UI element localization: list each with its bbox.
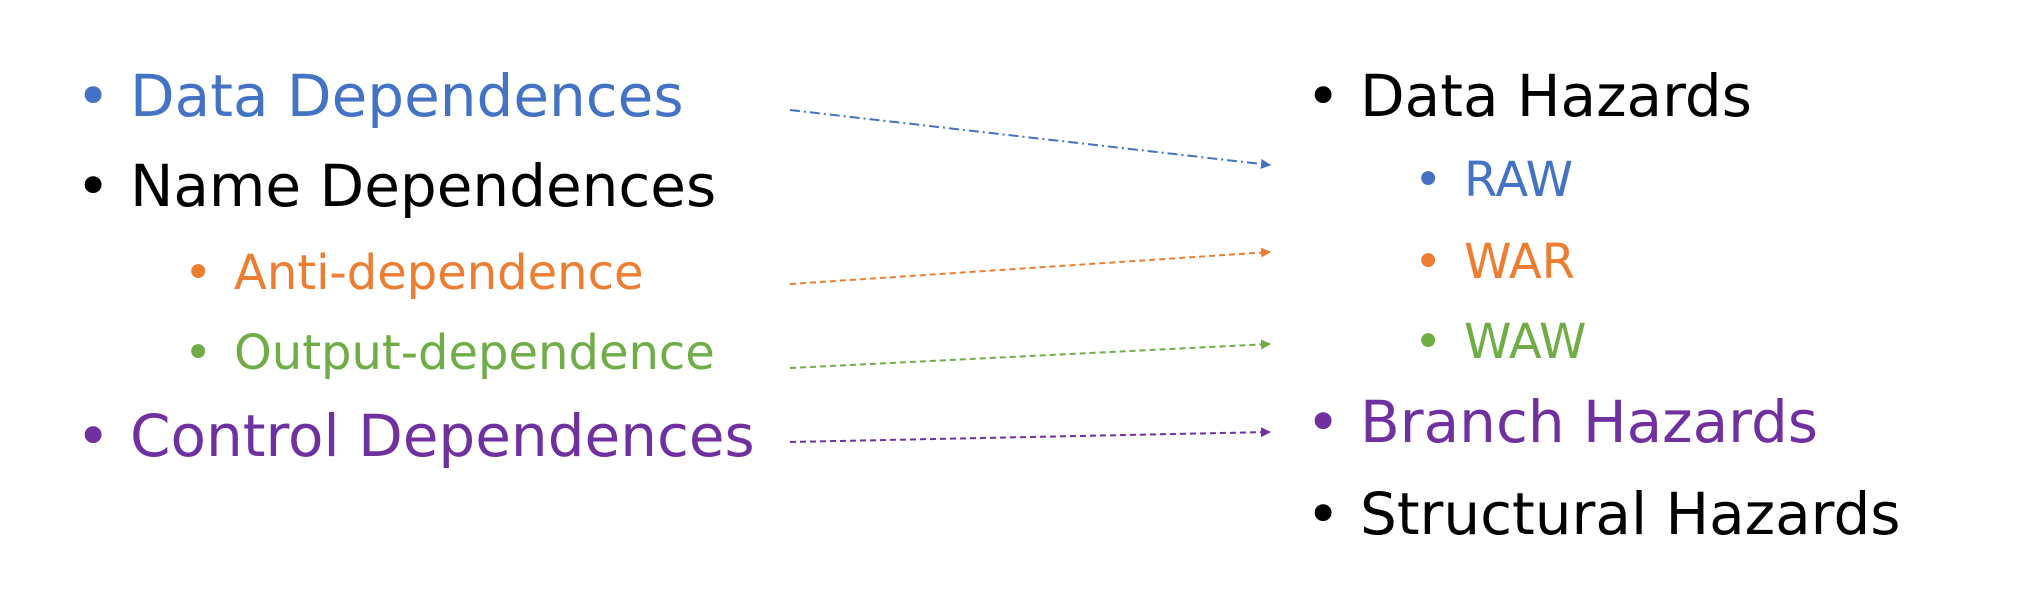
branch-hazards-label: Branch Hazards [1360,388,1819,456]
bullet: • [76,402,111,470]
item-structural-hazards: • Structural Hazards [1306,480,1901,548]
war-label: WAR [1464,234,1576,290]
item-data-dependences: • Data Dependences [76,62,684,130]
raw-label: RAW [1464,152,1574,208]
bullet: • [184,245,213,301]
bullet: • [1414,314,1443,370]
bullet: • [184,325,213,381]
item-branch-hazards: • Branch Hazards [1306,388,1818,456]
structural-hazards-label: Structural Hazards [1360,480,1901,548]
bullet: • [1306,62,1341,130]
item-name-dependences: • Name Dependences [76,152,716,220]
arrow-control-dependences-to-branch-hazards [789,427,1271,443]
bullet: • [76,62,111,130]
item-data-hazards: • Data Hazards [1306,62,1752,130]
arrow-output-dependence-to-waw [789,339,1271,369]
item-anti-dependence: • Anti-dependence [184,245,644,301]
item-output-dependence: • Output-dependence [184,325,715,381]
bullet: • [1306,388,1341,456]
control-dependences-label: Control Dependences [130,402,755,470]
data-hazards-label: Data Hazards [1360,62,1752,130]
bullet: • [76,152,111,220]
data-dependences-label: Data Dependences [130,62,684,130]
item-control-dependences: • Control Dependences [76,402,755,470]
arrow-data-dependences-to-raw [789,109,1271,169]
bullet: • [1306,480,1341,548]
name-dependences-label: Name Dependences [130,152,717,220]
item-raw: • RAW [1414,152,1573,208]
item-waw: • WAW [1414,314,1587,370]
arrow-anti-dependence-to-war [789,247,1271,285]
waw-label: WAW [1464,314,1587,370]
output-dependence-label: Output-dependence [234,325,715,381]
bullet: • [1414,234,1443,290]
bullet: • [1414,152,1443,208]
anti-dependence-label: Anti-dependence [234,245,644,301]
item-war: • WAR [1414,234,1575,290]
